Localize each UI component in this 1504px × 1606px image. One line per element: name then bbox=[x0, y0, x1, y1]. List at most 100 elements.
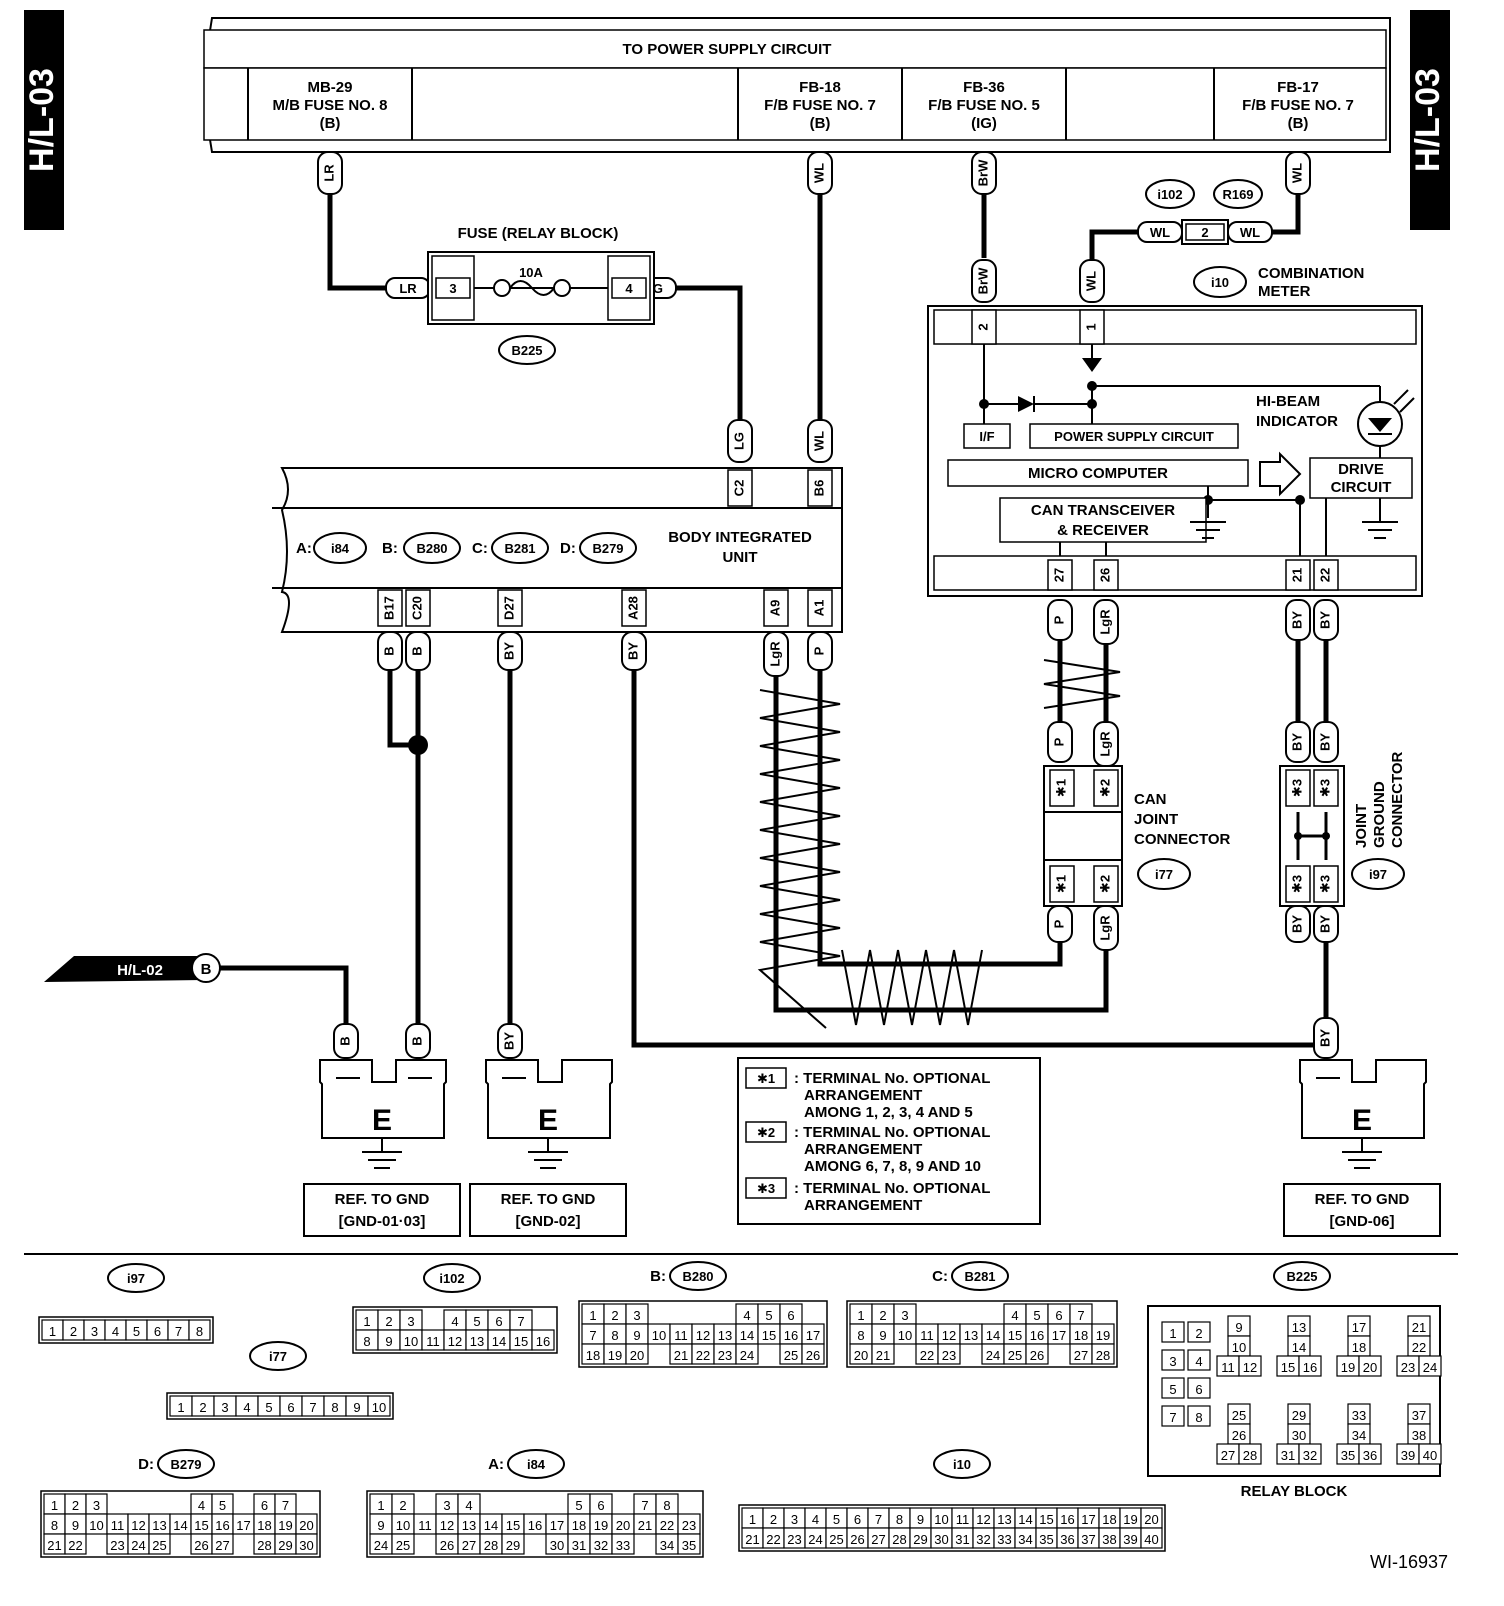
pin-cell: 2 bbox=[762, 1507, 785, 1529]
svg-text:3: 3 bbox=[407, 1314, 414, 1329]
svg-text:1: 1 bbox=[749, 1512, 756, 1527]
svg-text:9: 9 bbox=[72, 1518, 79, 1533]
svg-text:30: 30 bbox=[299, 1538, 313, 1553]
svg-text:21: 21 bbox=[745, 1532, 759, 1547]
svg-text:P: P bbox=[1051, 615, 1066, 624]
svg-text:6: 6 bbox=[495, 1314, 502, 1329]
svg-text:15: 15 bbox=[506, 1518, 520, 1533]
wire-label-brw-fb36: BrW bbox=[971, 151, 997, 195]
pin-cell: 25 bbox=[148, 1533, 171, 1555]
bcm-bottom-pins: B17 C20 D27 A28 A9 A1 bbox=[377, 589, 833, 627]
svg-text:C:: C: bbox=[472, 540, 488, 557]
pin-cell: 8 bbox=[849, 1323, 873, 1345]
pin-cell: 18 bbox=[567, 1513, 591, 1535]
pin-cell: 27 bbox=[1069, 1343, 1093, 1365]
connector-b225-label: B225 bbox=[1273, 1261, 1331, 1291]
svg-text:: TERMINAL No. OPTIONAL: : TERMINAL No. OPTIONAL bbox=[794, 1180, 990, 1197]
pin-cell: 17 bbox=[1047, 1323, 1071, 1345]
svg-text:1: 1 bbox=[49, 1324, 56, 1339]
svg-text:CONNECTOR: CONNECTOR bbox=[1389, 751, 1406, 848]
svg-text:B225: B225 bbox=[1286, 1269, 1317, 1284]
pin-cell: 21 bbox=[741, 1527, 764, 1549]
svg-text:REF. TO GND: REF. TO GND bbox=[501, 1191, 596, 1208]
svg-text:16: 16 bbox=[536, 1334, 550, 1349]
svg-text:35: 35 bbox=[1039, 1532, 1053, 1547]
svg-text:H/L-03: H/L-03 bbox=[1409, 68, 1447, 172]
svg-text:6: 6 bbox=[597, 1498, 604, 1513]
pin-cell: 17 bbox=[545, 1513, 569, 1535]
pin-cell: 10 bbox=[399, 1329, 423, 1351]
svg-text:22: 22 bbox=[660, 1518, 674, 1533]
svg-text:B17: B17 bbox=[381, 596, 396, 620]
micro-computer-label: MICRO COMPUTER bbox=[1028, 465, 1168, 482]
svg-text:LgR: LgR bbox=[1097, 915, 1112, 941]
svg-text:25: 25 bbox=[152, 1538, 166, 1553]
svg-text:3: 3 bbox=[443, 1498, 450, 1513]
svg-text:BY: BY bbox=[1317, 611, 1332, 629]
pin-cell: 31 bbox=[1276, 1443, 1300, 1465]
pin-cell: 3 bbox=[783, 1507, 806, 1529]
pin-cell: 26 bbox=[846, 1527, 869, 1549]
offpage-connector-hl02: H/L-02 B bbox=[44, 953, 221, 983]
fuse-fb36-sub: (IG) bbox=[971, 115, 997, 132]
svg-text:: TERMINAL No. OPTIONAL: : TERMINAL No. OPTIONAL bbox=[794, 1070, 990, 1087]
svg-text:i84: i84 bbox=[527, 1457, 546, 1472]
svg-text:10: 10 bbox=[1232, 1340, 1246, 1355]
svg-text:28: 28 bbox=[257, 1538, 271, 1553]
svg-text:10: 10 bbox=[934, 1512, 948, 1527]
svg-text:21: 21 bbox=[674, 1348, 688, 1363]
svg-text:20: 20 bbox=[854, 1348, 868, 1363]
svg-text:22: 22 bbox=[766, 1532, 780, 1547]
relay-block-caption: RELAY BLOCK bbox=[1241, 1483, 1348, 1500]
fuse-fb18-id: FB-18 bbox=[799, 79, 841, 96]
svg-text:13: 13 bbox=[470, 1334, 484, 1349]
pin-cell: 25 bbox=[1227, 1403, 1251, 1425]
svg-text:E: E bbox=[372, 1104, 392, 1137]
svg-text:JOINT: JOINT bbox=[1353, 804, 1370, 848]
svg-text:4: 4 bbox=[812, 1512, 819, 1527]
svg-text:8: 8 bbox=[611, 1328, 618, 1343]
svg-text:10: 10 bbox=[89, 1518, 103, 1533]
pin-cell: 6 bbox=[1187, 1377, 1211, 1399]
svg-text:18: 18 bbox=[257, 1518, 271, 1533]
pin-cell: 19 bbox=[1091, 1323, 1115, 1345]
pin-cell: 7 bbox=[509, 1309, 533, 1331]
svg-text:38: 38 bbox=[1102, 1532, 1116, 1547]
pin-cell: 19 bbox=[603, 1343, 627, 1365]
pin-cell: 28 bbox=[479, 1533, 503, 1555]
svg-text:i84: i84 bbox=[331, 541, 350, 556]
svg-text:27: 27 bbox=[871, 1532, 885, 1547]
svg-text:LG: LG bbox=[731, 432, 746, 450]
svg-text:17: 17 bbox=[1052, 1328, 1066, 1343]
svg-text:7: 7 bbox=[309, 1400, 316, 1415]
inline-connector-i102-r169: i102 R169 WL 2 WL bbox=[1137, 179, 1273, 245]
fuse-fb18-sub: (B) bbox=[810, 115, 831, 132]
pin-cell: 11 bbox=[413, 1513, 437, 1535]
pin-cell: 2 bbox=[64, 1493, 87, 1515]
pin-cell: 4 bbox=[443, 1309, 467, 1331]
svg-text:✱2: ✱2 bbox=[1097, 875, 1112, 893]
svg-text:30: 30 bbox=[934, 1532, 948, 1547]
svg-text:34: 34 bbox=[1018, 1532, 1032, 1547]
svg-text:B280: B280 bbox=[682, 1269, 713, 1284]
wire-labels: LR WL BrW WL LR LG BrW WL LG WL bbox=[317, 151, 1311, 463]
svg-text:3: 3 bbox=[901, 1308, 908, 1323]
wire-label-brw-meter: BrW bbox=[971, 259, 997, 303]
svg-text:E: E bbox=[538, 1104, 558, 1137]
svg-text:3: 3 bbox=[221, 1400, 228, 1415]
svg-text:LgR: LgR bbox=[1097, 731, 1112, 757]
svg-text:WL: WL bbox=[1289, 163, 1304, 183]
pin-cell: 39 bbox=[1119, 1527, 1142, 1549]
fuse-mb29-sub: (B) bbox=[320, 115, 341, 132]
svg-text:18: 18 bbox=[1102, 1512, 1116, 1527]
pin-cell: 4 bbox=[104, 1319, 127, 1341]
svg-text:11: 11 bbox=[674, 1328, 688, 1343]
pin-cell: 14 bbox=[981, 1323, 1005, 1345]
svg-text:3: 3 bbox=[91, 1324, 98, 1339]
pin-cell: 40 bbox=[1418, 1443, 1442, 1465]
svg-text:35: 35 bbox=[1341, 1448, 1355, 1463]
svg-text:✱2: ✱2 bbox=[1097, 779, 1112, 797]
fuse-connector-id: B225 bbox=[511, 343, 542, 358]
